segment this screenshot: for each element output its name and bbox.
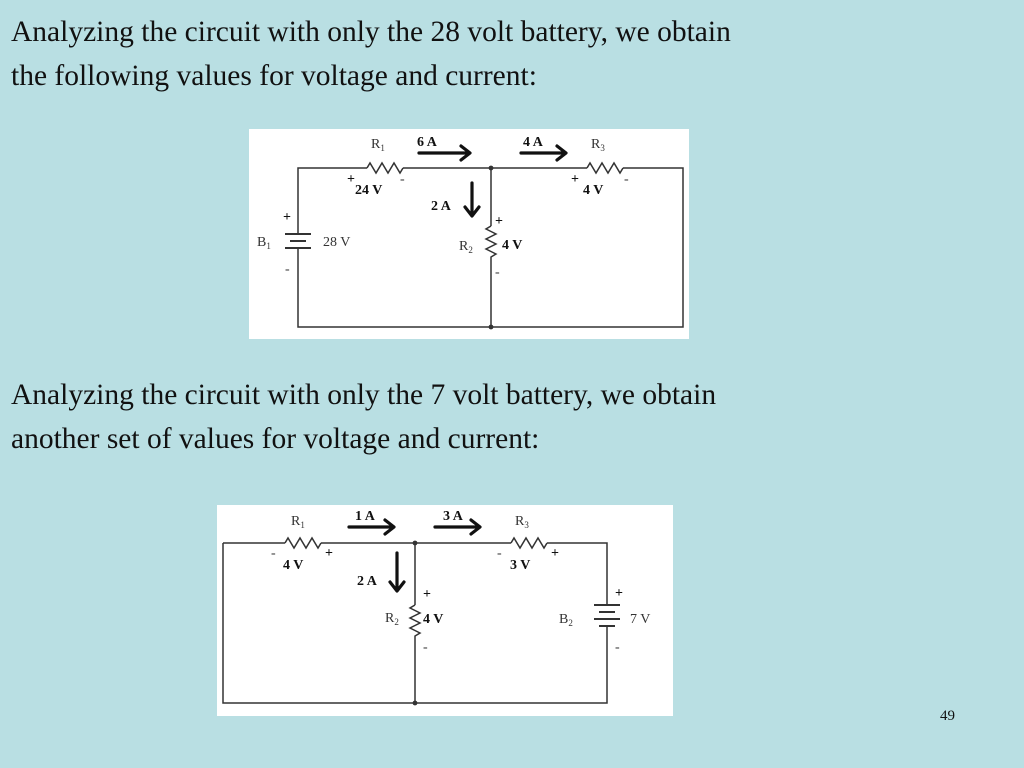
b2-label: B2 <box>559 612 573 628</box>
r1-minus: - <box>271 546 276 561</box>
resistor-r1 <box>366 161 404 175</box>
r1-plus: + <box>325 546 333 561</box>
paragraph-28v-line-2: the following values for voltage and cur… <box>11 60 537 92</box>
current-label-1a: 1 A <box>355 509 376 524</box>
r1-plus: + <box>347 172 355 187</box>
paragraph-7v: Analyzing the circuit with only the 7 vo… <box>11 373 1011 461</box>
paragraph-7v-line-2: another set of values for voltage and cu… <box>11 423 540 455</box>
battery-b2 <box>594 604 620 633</box>
b2-plus: + <box>615 586 623 601</box>
r1-voltage: 4 V <box>283 558 303 573</box>
circuit-diagram-7v: R1 R3 R2 B2 7 V 1 A 3 A 2 A 4 V 3 V 4 V … <box>217 505 673 716</box>
current-label-6a: 6 A <box>417 135 438 150</box>
r3-voltage: 3 V <box>510 558 530 573</box>
paragraph-7v-line-1: Analyzing the circuit with only the 7 vo… <box>11 379 717 411</box>
resistor-r3 <box>586 161 624 175</box>
r2-voltage: 4 V <box>423 612 443 627</box>
current-arrow-down-2a <box>463 181 481 218</box>
r2-plus: + <box>495 214 503 229</box>
resistor-r1 <box>284 536 322 550</box>
battery-value: 28 V <box>323 235 350 250</box>
current-arrow-down-2a <box>388 551 406 593</box>
paragraph-28v: Analyzing the circuit with only the 28 v… <box>11 10 1011 98</box>
r3-minus: - <box>624 172 629 187</box>
b1-label: B1 <box>257 235 271 251</box>
current-label-4a: 4 A <box>523 135 544 150</box>
r1-label: R1 <box>291 514 305 530</box>
r3-plus: + <box>551 546 559 561</box>
r1-voltage: 24 V <box>355 183 382 198</box>
r3-label: R3 <box>591 137 605 153</box>
r1-label: R1 <box>371 137 385 153</box>
b1-plus: + <box>283 210 291 225</box>
current-arrow-3a <box>433 518 482 536</box>
current-label-2a: 2 A <box>357 574 378 589</box>
paragraph-28v-line-1: Analyzing the circuit with only the 28 v… <box>11 16 731 48</box>
r3-label: R3 <box>515 514 529 530</box>
resistor-r2 <box>484 225 498 259</box>
current-label-2a: 2 A <box>431 199 452 214</box>
r3-plus: + <box>571 172 579 187</box>
current-arrow-1a <box>347 518 396 536</box>
r1-minus: - <box>400 172 405 187</box>
battery-value: 7 V <box>630 612 650 627</box>
b2-minus: - <box>615 640 620 655</box>
r3-minus: - <box>497 546 502 561</box>
b1-minus: - <box>285 262 290 277</box>
resistor-r2 <box>408 604 422 638</box>
page-number: 49 <box>940 708 955 724</box>
circuit-diagram-28v: R1 R3 R2 B1 28 V 6 A 4 A 2 A 24 V 4 V 4 … <box>249 129 689 339</box>
r3-voltage: 4 V <box>583 183 603 198</box>
r2-voltage: 4 V <box>502 238 522 253</box>
current-label-3a: 3 A <box>443 509 464 524</box>
r2-label: R2 <box>385 611 399 627</box>
current-arrow-4a <box>519 144 568 162</box>
r2-label: R2 <box>459 239 473 255</box>
r2-minus: - <box>423 640 428 655</box>
r2-plus: + <box>423 587 431 602</box>
battery-b1 <box>285 228 311 256</box>
r2-minus: - <box>495 265 500 280</box>
resistor-r3 <box>510 536 548 550</box>
current-arrow-6a <box>417 144 472 162</box>
